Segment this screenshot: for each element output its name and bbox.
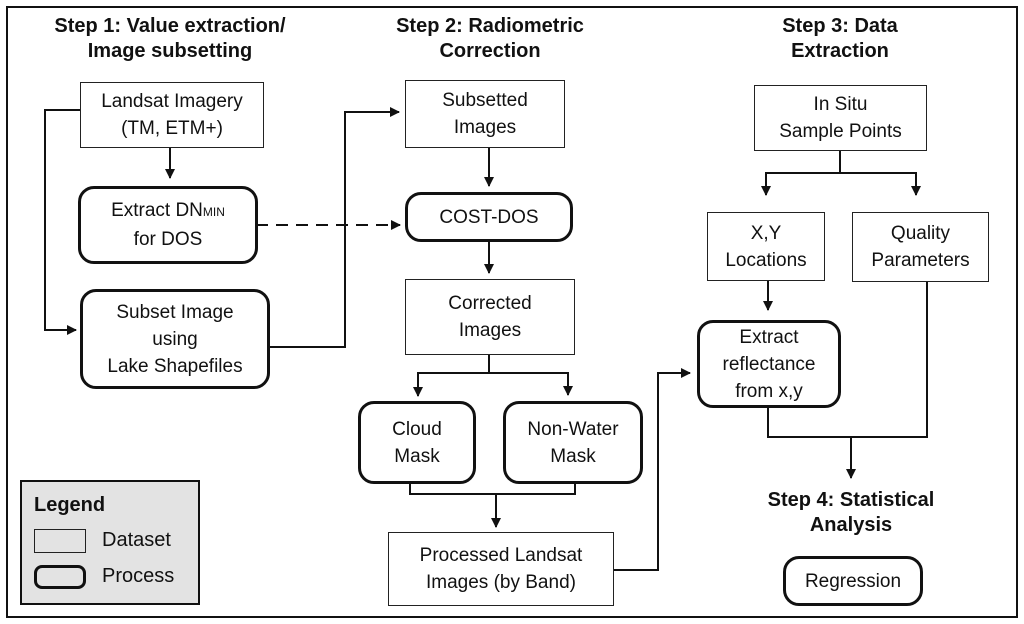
node-extract-refl-line1: Extract xyxy=(739,326,799,348)
edge-extract-refl-to-step4 xyxy=(767,282,928,438)
node-corrected-images: Corrected Images xyxy=(405,279,575,355)
step3-heading-line2: Extraction xyxy=(791,40,889,62)
node-regression: Regression xyxy=(783,556,923,606)
node-insitu-line2: Sample Points xyxy=(779,121,902,142)
node-nonwater-line2: Mask xyxy=(550,445,596,467)
step4-heading-line2: Analysis xyxy=(809,514,893,536)
node-subset-line1: Subset Image xyxy=(116,301,234,323)
edge-corrected-to-nonwater xyxy=(489,372,573,396)
node-subsetted-line2: Images xyxy=(453,117,517,138)
node-corrected-line2: Images xyxy=(458,320,522,341)
step3-heading-line1: Step 3: Data xyxy=(782,15,898,37)
node-extract-dn-line1: Extract DNMIN xyxy=(111,197,225,226)
node-quality-parameters: Quality Parameters xyxy=(852,212,989,282)
diagram-frame xyxy=(6,6,1018,618)
node-cost-dos: COST-DOS xyxy=(405,192,573,242)
step1-heading: Step 1: Value extraction/ Image subsetti… xyxy=(20,14,320,64)
node-extract-refl-line3: from x,y xyxy=(735,380,803,402)
step4-heading: Step 4: Statistical Analysis xyxy=(736,488,966,538)
step1-heading-line2: Image subsetting xyxy=(87,40,253,62)
node-xy-line1: X,Y xyxy=(750,222,782,244)
node-insitu-points: In Situ Sample Points xyxy=(754,85,927,151)
node-extract-dn: Extract DNMIN for DOS xyxy=(78,186,258,264)
node-subset-line3: Lake Shapefiles xyxy=(107,355,243,377)
edge-insitu-to-quality xyxy=(840,172,921,196)
step2-heading: Step 2: Radiometric Correction xyxy=(365,14,615,64)
edge-masks-to-processed xyxy=(409,484,576,495)
node-processed-landsat: Processed Landsat Images (by Band) xyxy=(388,532,614,606)
node-cloud-line1: Cloud xyxy=(392,418,442,440)
node-xy-locations: X,Y Locations xyxy=(707,212,825,281)
node-regression-line1: Regression xyxy=(804,570,902,592)
node-xy-line2: Locations xyxy=(725,249,807,271)
node-nonwater-line1: Non-Water xyxy=(527,418,619,440)
node-cloud-line2: Mask xyxy=(394,445,440,467)
edge-processed-to-extract-refl xyxy=(614,368,691,571)
step2-heading-line1: Step 2: Radiometric xyxy=(396,15,584,37)
step4-heading-line1: Step 4: Statistical xyxy=(767,489,935,511)
edge-subset-image-to-subsetted xyxy=(268,107,400,348)
node-landsat-line2: (TM, ETM+) xyxy=(121,118,223,139)
node-extract-refl-line2: reflectance xyxy=(722,353,816,375)
node-landsat-line1: Landsat Imagery xyxy=(101,91,243,112)
node-nonwater-mask: Non-Water Mask xyxy=(503,401,643,484)
node-processed-line1: Processed Landsat xyxy=(419,545,583,566)
node-cost-dos-line1: COST-DOS xyxy=(439,206,539,228)
legend-dataset-label: Dataset xyxy=(102,529,171,551)
node-subsetted-line1: Subsetted xyxy=(442,90,528,111)
node-subset-image: Subset Image using Lake Shapefiles xyxy=(80,289,270,389)
node-quality-line1: Quality xyxy=(890,223,951,244)
node-quality-line2: Parameters xyxy=(871,250,970,271)
node-subset-line2: using xyxy=(152,328,198,350)
node-landsat-imagery: Landsat Imagery (TM, ETM+) xyxy=(80,82,264,148)
node-extract-reflectance: Extract reflectance from x,y xyxy=(697,320,841,408)
node-processed-line2: Images (by Band) xyxy=(426,572,576,593)
edge-insitu-to-split xyxy=(761,151,841,196)
node-subsetted-images: Subsetted Images xyxy=(405,80,565,148)
node-insitu-line1: In Situ xyxy=(813,94,868,115)
step1-heading-line1: Step 1: Value extraction/ xyxy=(54,15,286,37)
edge-corrected-to-masks xyxy=(417,355,490,395)
step2-heading-line2: Correction xyxy=(439,40,541,62)
legend: Legend Dataset Process xyxy=(20,480,200,605)
step3-heading: Step 3: Data Extraction xyxy=(740,14,940,64)
node-extract-dn-sub: MIN xyxy=(202,205,225,219)
node-cloud-mask: Cloud Mask xyxy=(358,401,476,484)
node-extract-dn-line2: for DOS xyxy=(133,229,203,250)
legend-dataset-swatch xyxy=(34,529,86,553)
legend-title: Legend xyxy=(34,494,106,516)
node-extract-dn-pre: Extract DN xyxy=(111,200,203,221)
legend-process-swatch xyxy=(34,565,86,589)
node-corrected-line1: Corrected xyxy=(448,293,532,314)
edge-landsat-to-subset-image xyxy=(44,109,80,335)
legend-process-label: Process xyxy=(102,565,175,587)
